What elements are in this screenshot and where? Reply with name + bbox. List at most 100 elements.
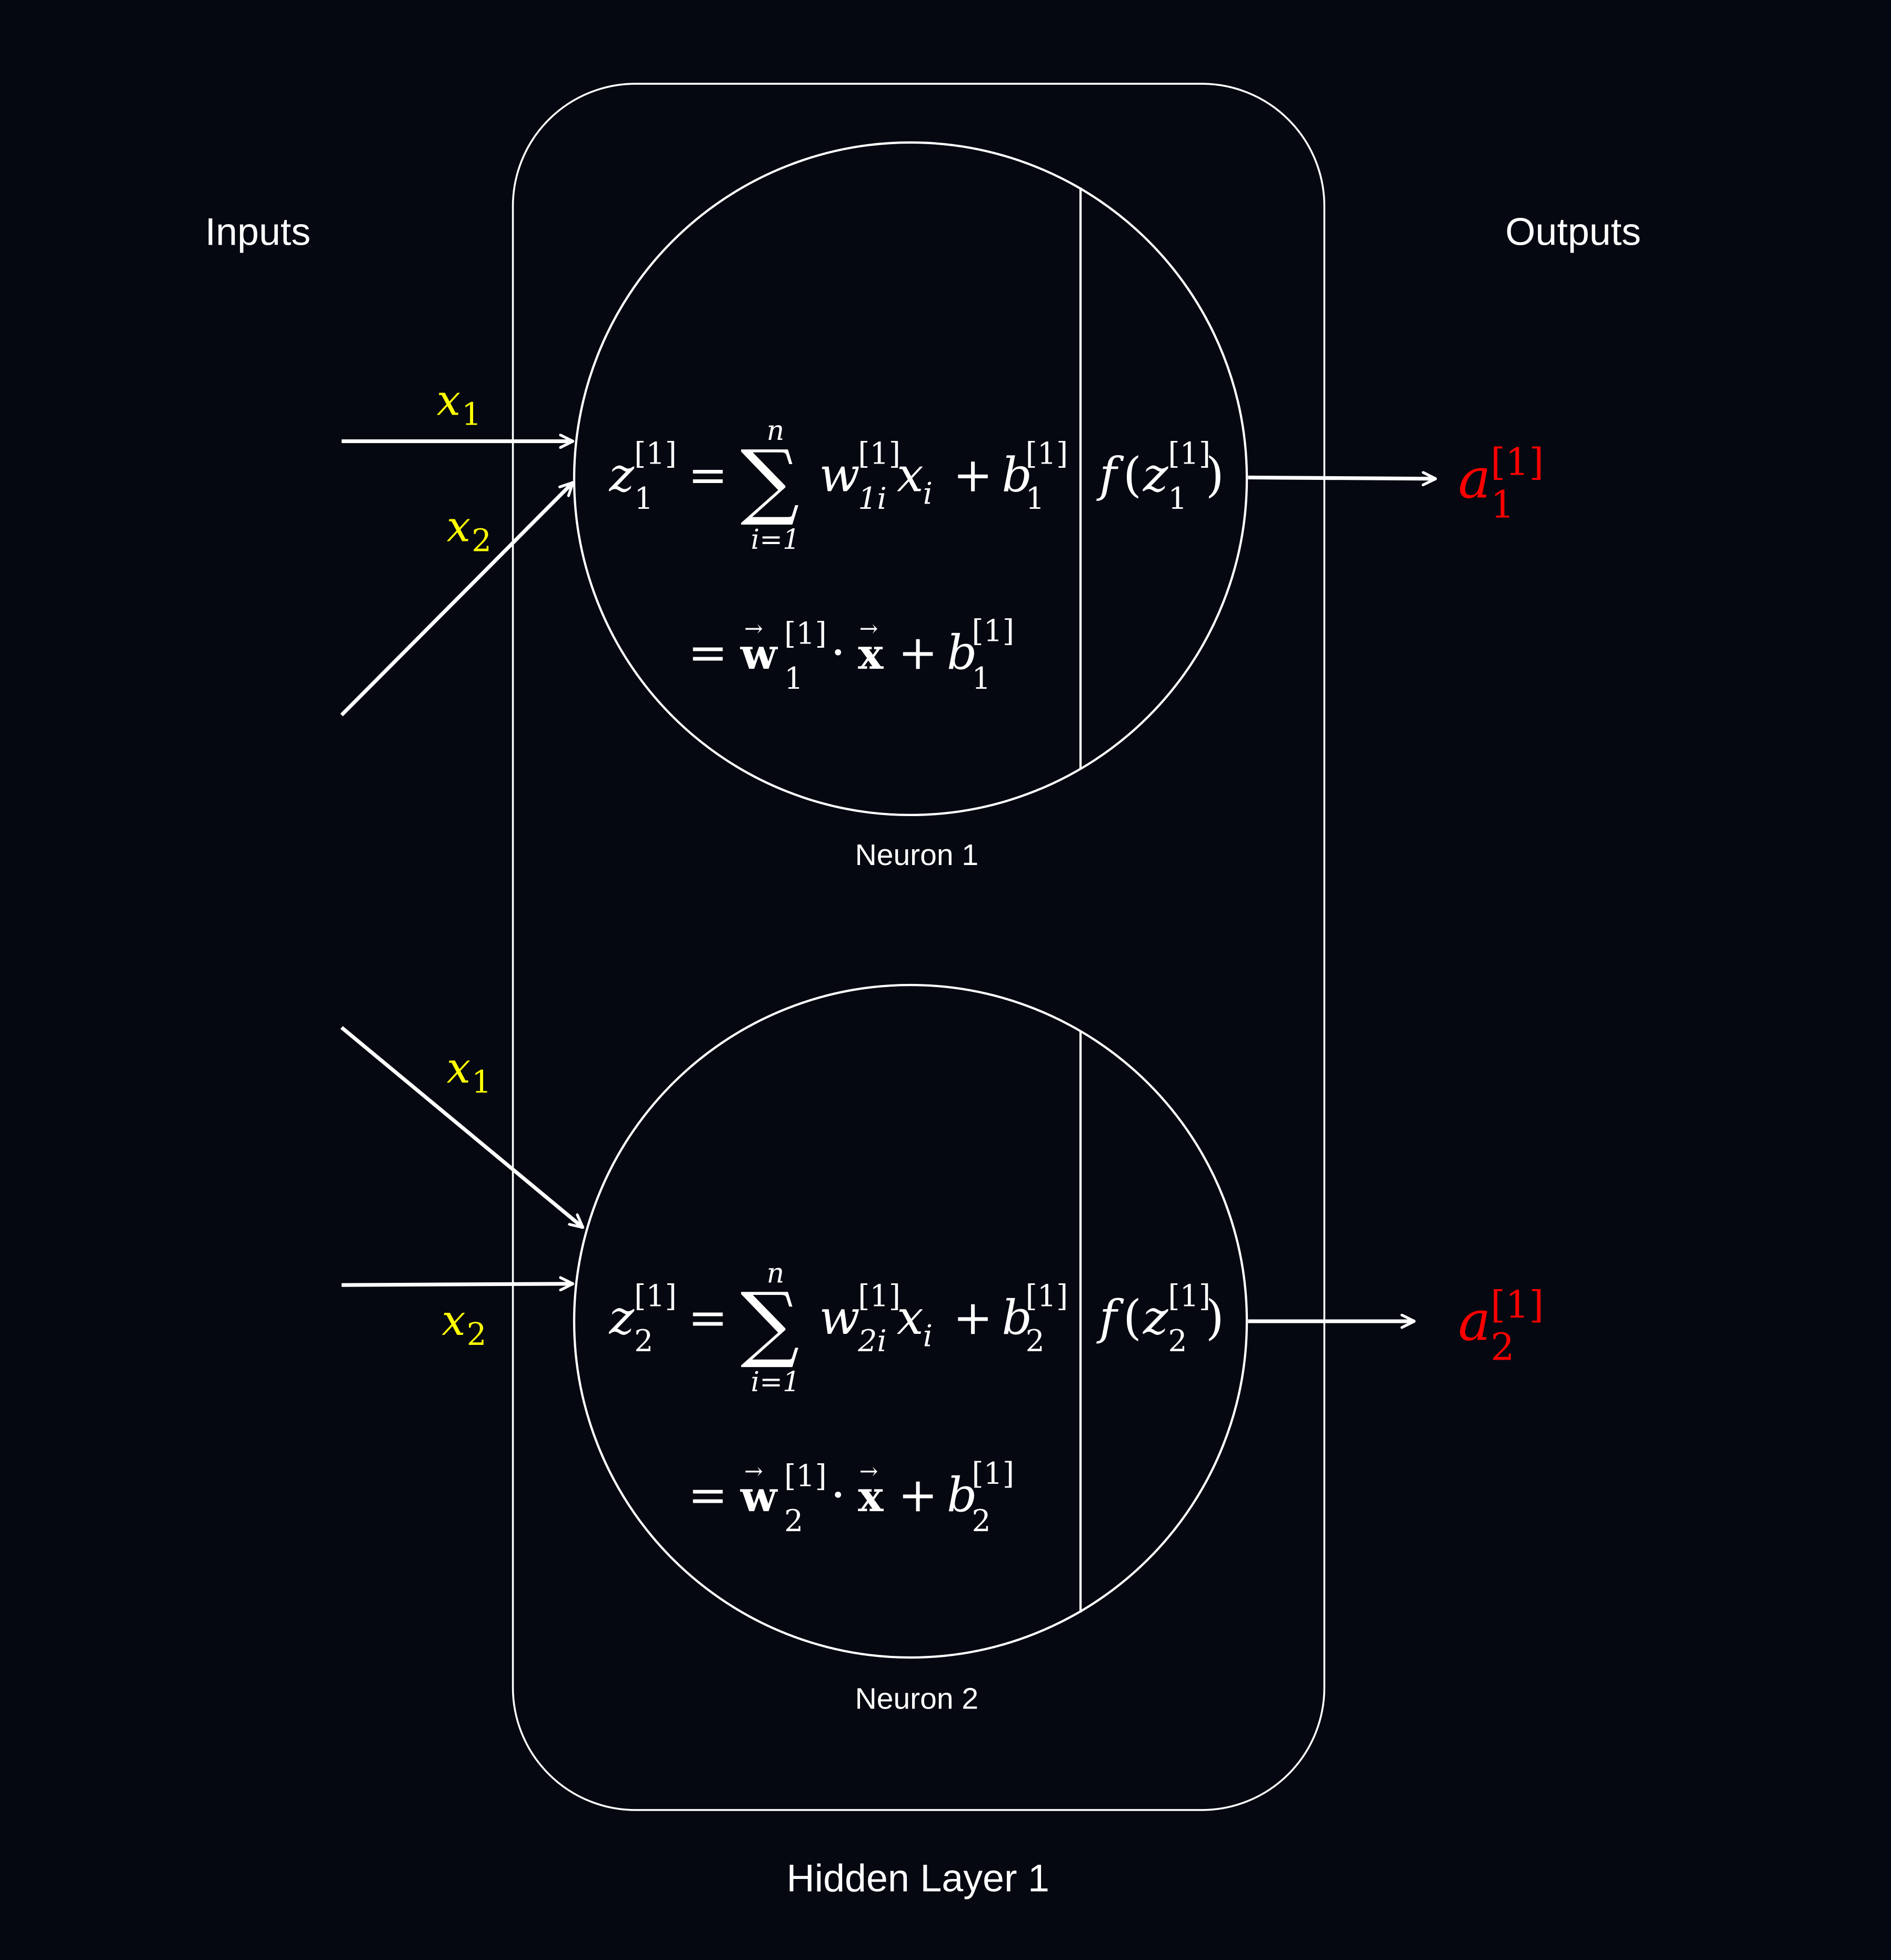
output-superscript: [1] [1490,1283,1544,1326]
bias-symbol: b [947,625,977,680]
z-superscript: [1] [634,436,677,471]
open-paren: ( [1123,448,1142,503]
sum-lower-limit: i=1 [751,1366,801,1398]
bias-symbol: b [1002,448,1032,503]
x-symbol: x [897,448,924,503]
bias-subscript: 1 [1026,481,1045,516]
output-arrow [1248,477,1435,478]
input-symbol: x [437,376,461,426]
open-paren: ( [1123,1290,1142,1345]
bias-superscript: [1] [972,1456,1014,1491]
z-subscript: 1 [1168,481,1187,516]
input-arrow [342,1284,573,1285]
weight-subscript: 2i [857,1324,886,1359]
bias-superscript: [1] [1026,1279,1068,1314]
output-superscript: [1] [1490,440,1544,484]
input-vector: x [858,629,884,679]
bias-symbol: b [947,1468,977,1523]
outputs-label: Outputs [1505,210,1641,254]
sum-upper-limit: n [767,415,785,447]
z-subscript: 2 [1168,1324,1187,1359]
activation-function: f(z[1]2) [1096,1279,1224,1359]
close-paren: ) [1206,448,1224,503]
input-arrow [340,483,573,717]
weight-superscript: [1] [858,1279,901,1314]
plus-sign: + [953,448,993,503]
input-subscript: 2 [472,523,492,559]
weight-superscript: [1] [858,436,901,471]
weight-subscript: 1i [858,481,887,516]
output-subscript: 1 [1490,483,1514,527]
output-symbol: a [1458,447,1491,511]
equals-sign: = [688,1290,728,1345]
z-superscript: [1] [1168,1279,1210,1314]
x-subscript: i [923,476,933,511]
equals-sign: = [688,448,728,503]
output-symbol: a [1458,1289,1491,1353]
bias-subscript: 1 [972,661,990,696]
z-subscript: 1 [634,481,653,516]
vector-arrow: → [859,1458,878,1484]
dot-operator: · [831,1468,846,1523]
z-symbol: z [608,448,634,503]
weight-symbol: w [819,1290,860,1345]
weight-vector: w [740,1472,778,1522]
weight-subscript: 1 [784,661,803,696]
bias-superscript: [1] [1026,436,1068,471]
z-superscript: [1] [1168,436,1210,471]
activation-function: f(z[1]1) [1096,436,1224,516]
hidden-layer-label: Hidden Layer 1 [787,1856,1049,1899]
sum-sign: ∑ [741,1274,799,1371]
plus-sign: + [898,1468,938,1523]
z-symbol: z [608,1290,634,1345]
neuron-caption: Neuron 2 [855,1682,979,1715]
plus-sign: + [953,1290,993,1345]
sum-sign: ∑ [741,432,799,528]
z-subscript: 2 [634,1324,653,1359]
equals-sign: = [688,1468,728,1523]
output-subscript: 2 [1490,1325,1514,1369]
input-symbol: x [447,502,471,552]
dot-operator: · [831,625,846,680]
inputs-label: Inputs [205,210,311,254]
neuron-caption: Neuron 1 [855,838,979,872]
input-subscript: 1 [472,1064,492,1100]
sum-lower-limit: i=1 [751,524,801,556]
vector-arrow: → [859,616,878,642]
input-symbol: x [447,1043,471,1093]
input-subscript: 1 [462,397,482,433]
z-symbol: z [1143,448,1168,503]
x-symbol: x [897,1290,924,1345]
hidden-layer-box [512,83,1326,1811]
bias-subscript: 2 [1026,1324,1045,1359]
neuron-body [573,983,1248,1659]
plus-sign: + [898,625,938,680]
sum-upper-limit: n [767,1257,785,1289]
bias-symbol: b [1002,1290,1032,1345]
x-subscript: i [923,1319,933,1354]
z-superscript: [1] [634,1279,677,1314]
weight-vector: w [740,629,778,679]
bias-superscript: [1] [972,614,1014,649]
weight-subscript: 2 [784,1504,803,1539]
close-paren: ) [1206,1290,1224,1345]
input-vector: x [858,1472,884,1522]
neuron-body [573,141,1248,817]
input-symbol: x [442,1296,466,1345]
bias-subscript: 2 [972,1504,990,1539]
vector-arrow: → [744,1458,763,1484]
vector-arrow: → [744,616,763,642]
dot-product-formula: =w→[1]2·x→+b[1]2 [688,1456,1014,1539]
input-arrow [340,1026,583,1229]
equals-sign: = [688,625,728,680]
